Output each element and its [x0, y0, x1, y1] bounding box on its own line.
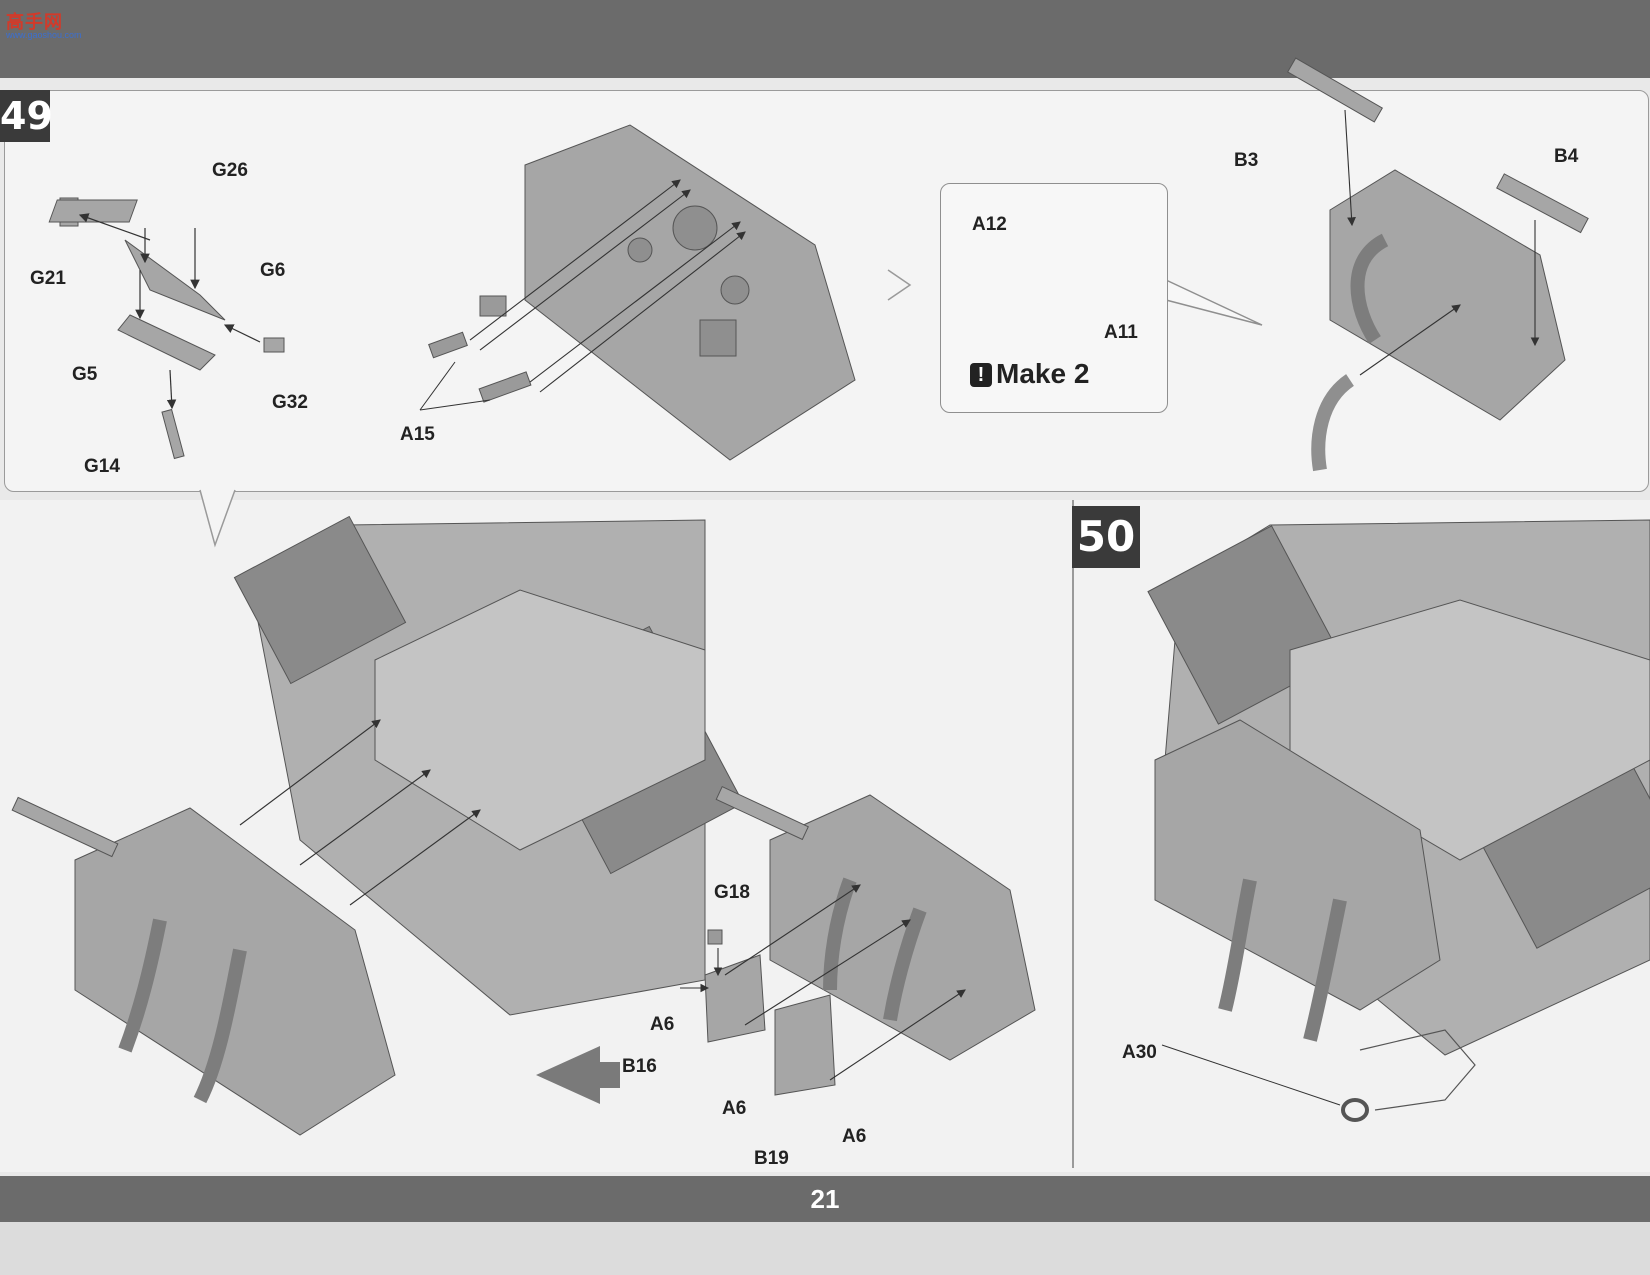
top-band — [0, 0, 1650, 78]
rear-plate-top — [524, 124, 856, 461]
label-g5: G5 — [72, 364, 98, 385]
make-2-text: Make 2 — [996, 358, 1090, 389]
bottom-band — [0, 1176, 1650, 1222]
label-g21: G21 — [30, 268, 66, 289]
label-g18: G18 — [714, 882, 750, 903]
label-a12: A12 — [972, 214, 1007, 235]
callout-pointer-right — [887, 269, 912, 301]
step-number-49: 49 — [0, 90, 53, 142]
panel-divider — [1072, 500, 1074, 1168]
label-g6: G6 — [260, 260, 286, 281]
label-a30: A30 — [1122, 1042, 1157, 1063]
inset-pointer — [1165, 279, 1263, 326]
exclamation-icon: ! — [970, 363, 992, 387]
part-g6 — [124, 239, 226, 321]
part-g5 — [117, 314, 216, 371]
step-number-50: 50 — [1072, 506, 1140, 568]
rear-plate-bottom-left — [11, 796, 396, 1136]
label-a6-right: A6 — [842, 1126, 867, 1147]
label-a11: A11 — [1104, 322, 1138, 343]
make-2-note: !Make 2 — [970, 358, 1089, 390]
label-a6-mid: A6 — [722, 1098, 747, 1119]
label-b19: B19 — [754, 1148, 789, 1169]
label-a15: A15 — [400, 424, 435, 445]
part-g26 — [48, 199, 138, 223]
small-parts-group — [48, 197, 285, 460]
callout-pointer-down — [199, 489, 236, 548]
detail-callout — [1359, 1029, 1476, 1111]
label-b4: B4 — [1554, 146, 1579, 167]
part-g32 — [263, 337, 285, 353]
label-g26: G26 — [212, 160, 248, 181]
label-g14: G14 — [84, 456, 120, 477]
part-g14 — [161, 408, 185, 460]
watermark-url: www.gaoshou.com — [6, 30, 82, 40]
watermark-logo: 高手网 — [6, 12, 63, 33]
hull-step50 — [1147, 519, 1650, 1122]
label-a6-left: A6 — [650, 1014, 675, 1035]
label-b3: B3 — [1234, 150, 1259, 171]
direction-arrow — [536, 1046, 620, 1104]
page-margin — [0, 1222, 1650, 1275]
page-number: 21 — [810, 1184, 840, 1214]
hull-bottom-left — [233, 515, 744, 1016]
label-g32: G32 — [272, 392, 308, 413]
rear-plate-bottom-mid — [704, 785, 1036, 1096]
label-b16: B16 — [622, 1056, 657, 1077]
rear-plate-right — [1287, 57, 1589, 472]
part-a15-group — [428, 295, 532, 403]
